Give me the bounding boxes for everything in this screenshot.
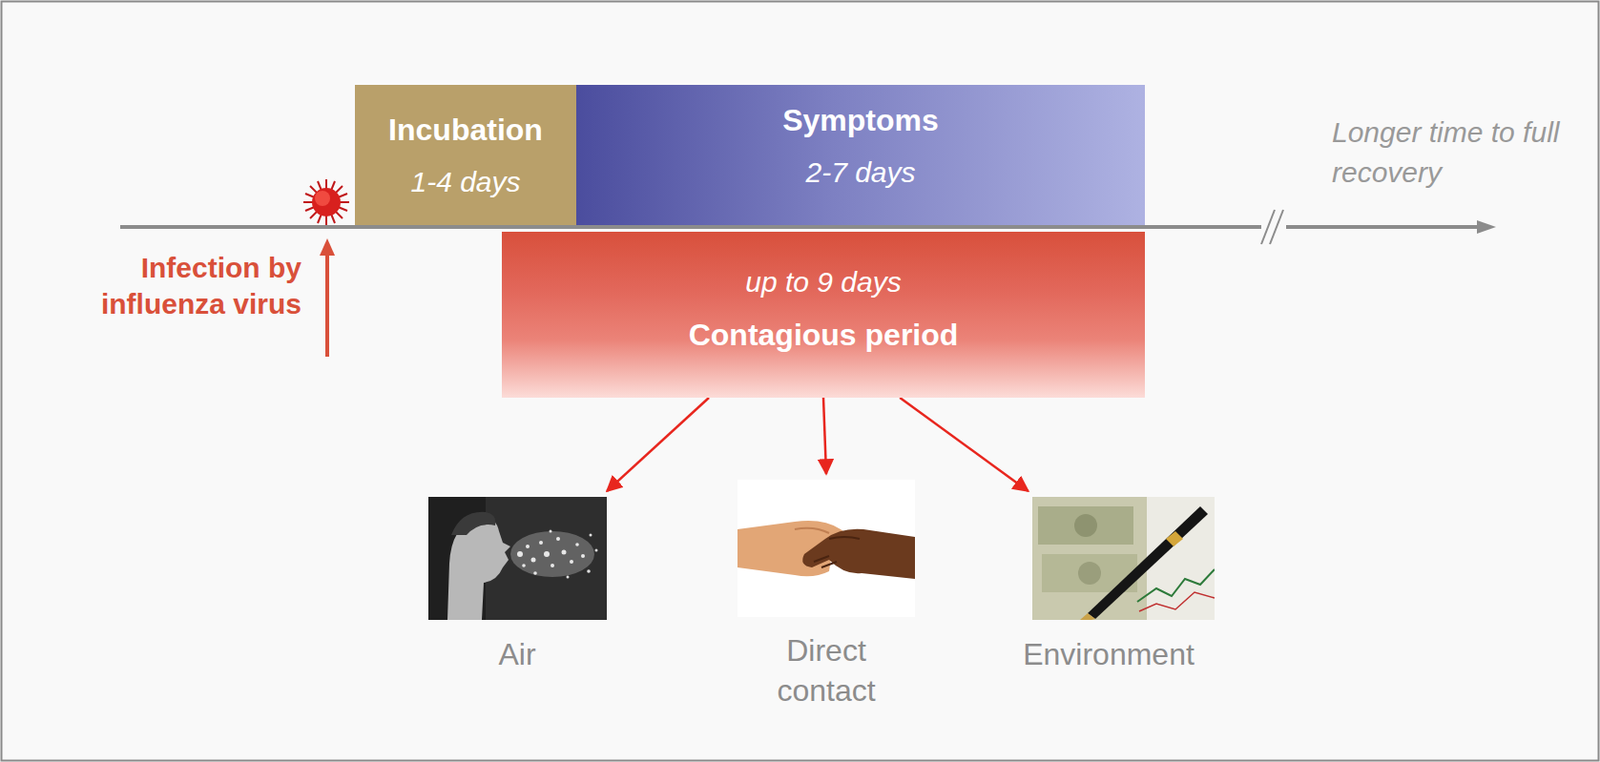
environment-tile: Environment [1015,497,1203,675]
timeline-head [1476,220,1497,234]
infection-arrow-head [319,238,335,256]
money-pen-photo [1032,497,1215,621]
recovery-note: Longer time to full recovery [1331,112,1571,193]
node-subtitle: Contagious period [688,314,959,355]
virus-icon [303,179,350,226]
infection-arrow [325,253,330,357]
handshake-photo [737,479,915,618]
node-title: Direct contact [737,630,915,711]
spread-arrow [899,397,1029,492]
symptoms-band: Symptoms 2-7 days [576,84,1145,226]
break-mark [1269,209,1284,245]
break-gap [1261,211,1287,243]
node-title: Air [498,634,536,675]
sneeze-photo [428,497,607,621]
air-tile: Air [423,497,611,675]
spread-arrow [823,397,827,475]
node-subtitle: 2-7 days [805,153,915,192]
node-subtitle: 1-4 days [410,163,520,202]
node-title: up to 9 days [745,263,901,302]
node-title: Environment [1022,634,1195,675]
contagious-band: up to 9 daysContagious period [501,231,1145,398]
spread-arrow [606,397,709,492]
node-title: Symptoms [782,100,939,141]
infection-label: Infection by influenza virus [43,249,302,322]
incubation-band: Incubation 1-4 days [354,84,577,226]
contact-tile: Direct contact [735,479,917,711]
node-title: Incubation [388,109,543,150]
